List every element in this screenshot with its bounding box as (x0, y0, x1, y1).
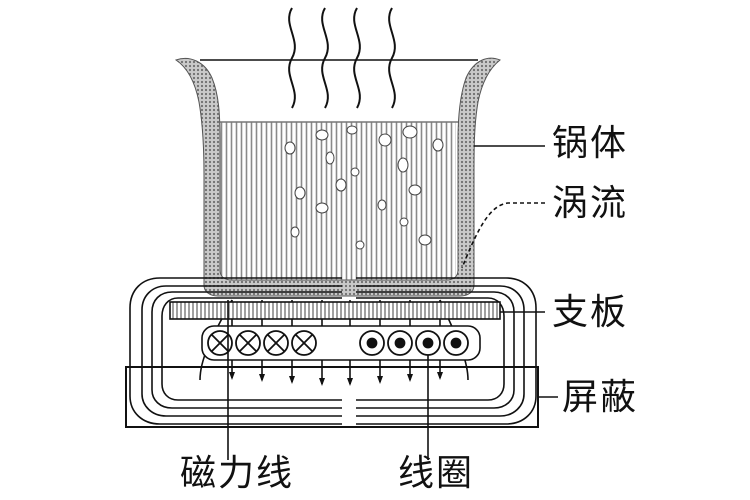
coil-label: 线圈 (398, 453, 475, 494)
magnetic-field-lines-label: 磁力线 (180, 453, 295, 494)
coil-turn-dot (387, 330, 413, 356)
water (220, 122, 456, 280)
coil-turn-x (235, 330, 261, 356)
pot-body-label: 锅体 (552, 123, 629, 164)
steam-wisp (321, 7, 329, 109)
coil-turn-dot (359, 330, 385, 356)
coil-turn-x (263, 330, 289, 356)
steam-wisp (388, 7, 396, 109)
support-plate (169, 301, 501, 320)
coil-turn-dot (443, 330, 469, 356)
pot-body (174, 57, 501, 297)
eddy-current-label: 涡流 (552, 183, 629, 224)
field-arrows (229, 372, 443, 386)
coil-turn-dot (415, 330, 441, 356)
bubbles (284, 125, 444, 250)
shield-label: 屏蔽 (562, 377, 639, 418)
shield (125, 366, 539, 428)
coil-turn-x (291, 330, 317, 356)
leader-lines (227, 145, 558, 460)
steam-wisp (353, 7, 361, 109)
coil-turns-out-of-page (359, 330, 469, 356)
coil-turns-into-page (207, 330, 317, 356)
coil-turn-x (207, 330, 233, 356)
steam-wisp (288, 7, 296, 109)
steam-wisps (288, 7, 396, 109)
leader-eddy-current (461, 202, 545, 269)
magnetic-field-lines (129, 277, 537, 425)
support-plate-label: 支板 (552, 292, 629, 333)
